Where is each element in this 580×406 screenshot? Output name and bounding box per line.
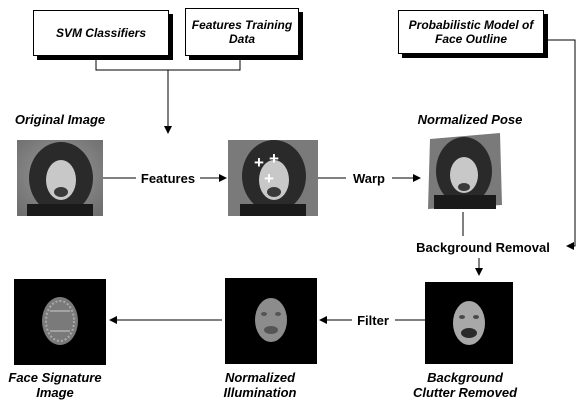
normalized-pose-label: Normalized Pose bbox=[417, 112, 523, 127]
original-image bbox=[17, 140, 103, 216]
normalized-illumination-label: Normalized Illumination bbox=[223, 370, 297, 400]
filter-edge-label: Filter bbox=[357, 313, 389, 328]
features-detected-image bbox=[228, 140, 318, 216]
svm-classifiers-box: SVM Classifiers bbox=[33, 10, 169, 56]
feature-marker-mouth: + bbox=[264, 169, 274, 188]
features-edge-label: Features bbox=[140, 171, 196, 186]
probabilistic-model-box: Probabilistic Model of Face Outline bbox=[398, 10, 544, 54]
feature-marker-right-eye: + bbox=[269, 149, 279, 168]
face-signature-label: Face Signature Image bbox=[8, 370, 102, 400]
warp-edge-label: Warp bbox=[352, 171, 386, 186]
features-training-box: Features Training Data bbox=[185, 8, 299, 56]
normalized-illumination-image bbox=[225, 278, 317, 364]
svm-connector bbox=[95, 60, 168, 71]
probabilistic-model-label: Probabilistic Model of Face Outline bbox=[408, 18, 534, 46]
face-signature-image bbox=[14, 279, 106, 365]
background-removed-image bbox=[425, 282, 513, 364]
original-image-label: Original Image bbox=[14, 112, 106, 127]
feature-marker-left-eye: + bbox=[254, 153, 264, 172]
svm-classifiers-label: SVM Classifiers bbox=[55, 26, 147, 40]
training-connector bbox=[168, 60, 241, 71]
background-clutter-label: Background Clutter Removed bbox=[412, 370, 518, 400]
background-removal-edge-label: Background Removal bbox=[416, 240, 550, 255]
normalized-pose-image bbox=[424, 133, 504, 213]
features-training-label: Features Training Data bbox=[191, 18, 293, 46]
prob-model-connector bbox=[548, 39, 576, 250]
